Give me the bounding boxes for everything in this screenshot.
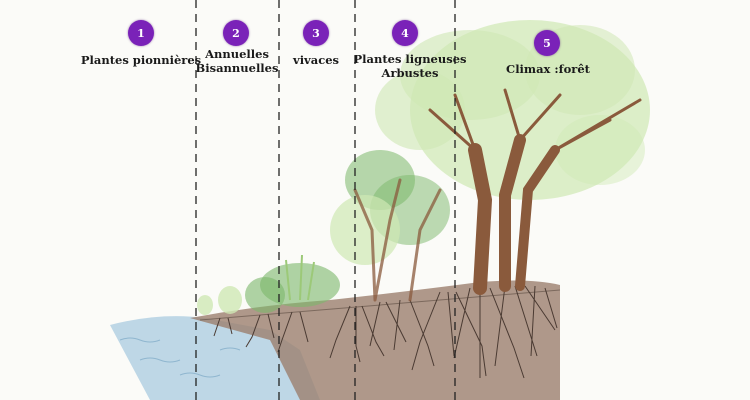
stage-number: 4 — [401, 26, 409, 40]
stage-badge-3: 3 — [303, 20, 329, 46]
stage-label-3: vivaces — [293, 53, 339, 67]
tree-trunks — [353, 88, 642, 302]
stage-number: 3 — [312, 26, 320, 40]
stage-label-line: Arbustes — [381, 66, 439, 80]
stage-label-line: Plantes pionnières — [80, 53, 202, 67]
stage-label-5: Climax :forêt — [506, 62, 590, 76]
stage-label-line: Plantes ligneuses — [353, 52, 467, 66]
stage-number: 5 — [543, 36, 551, 50]
stage-number: 2 — [232, 26, 240, 40]
stage-label-line: Bisannuelles — [195, 61, 279, 75]
stage-badge-5: 5 — [534, 30, 560, 56]
foliage — [197, 20, 650, 315]
stage-badge-1: 1 — [128, 20, 154, 46]
stage-label-line: Annuelles — [205, 47, 269, 61]
stage-badge-2: 2 — [223, 20, 249, 46]
stage-label-line: vivaces — [293, 53, 339, 67]
stage-label-1: Plantes pionnières — [81, 53, 201, 67]
stage-label-4: Plantes ligneuses Arbustes — [353, 52, 466, 80]
stage-label-2: Annuelles Bisannuelles — [196, 47, 279, 75]
roots — [213, 285, 558, 379]
stage-label-line: Climax :forêt — [506, 62, 590, 76]
stage-number: 1 — [137, 26, 145, 40]
stage-badge-4: 4 — [392, 20, 418, 46]
